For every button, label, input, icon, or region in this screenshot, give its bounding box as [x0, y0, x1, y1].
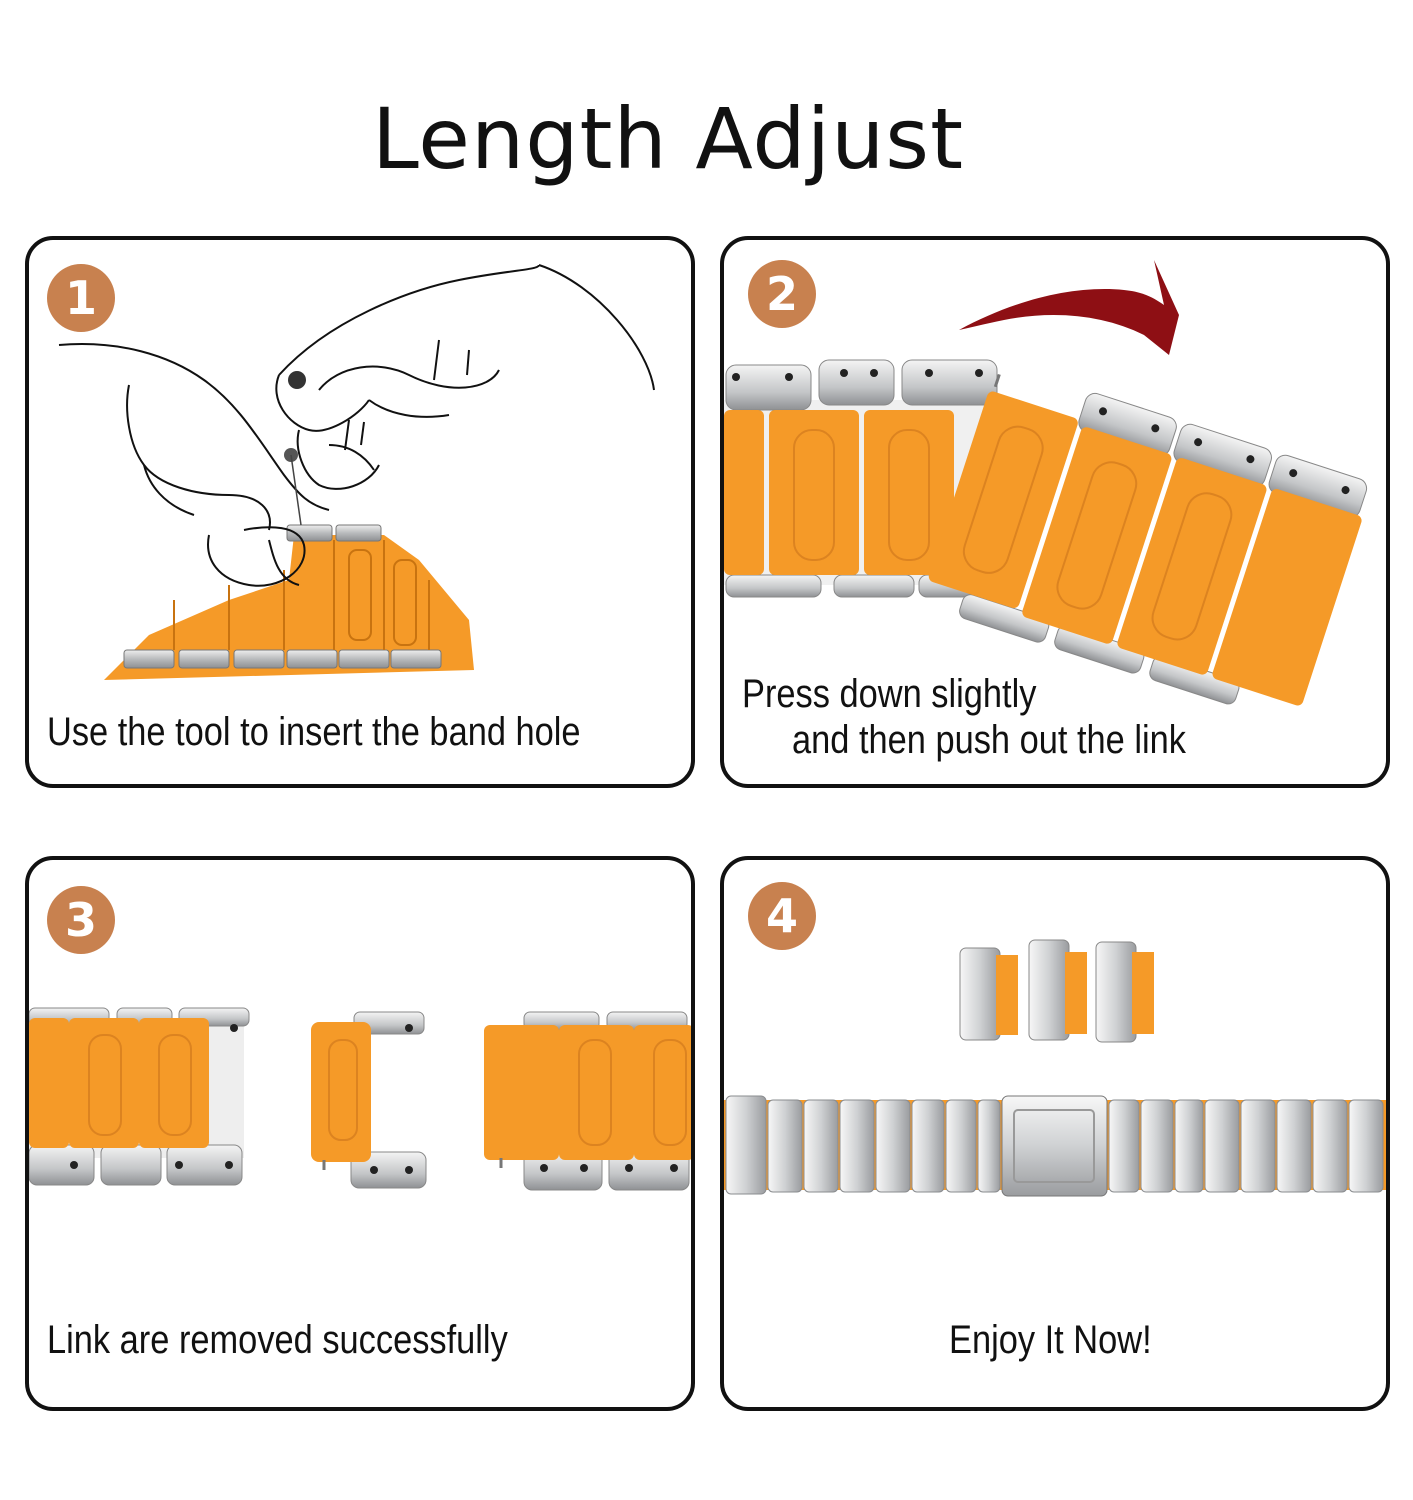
- step-4-badge: 4: [748, 882, 816, 950]
- step-4-caption: Enjoy It Now!: [949, 1318, 1152, 1362]
- page-title: Length Adjust: [371, 90, 965, 188]
- step-2-caption-line2: and then push out the link: [792, 718, 1186, 762]
- push-link-illustration: [724, 260, 1368, 706]
- links-removed-illustration: [29, 1007, 691, 1191]
- step-4-panel: 4 Enjoy It Now!: [720, 856, 1390, 1411]
- tool-insert-illustration: [58, 264, 655, 680]
- step-3-badge: 3: [47, 886, 115, 954]
- step-2-caption-line1: Press down slightly: [742, 672, 1037, 716]
- step-2-panel: 2 Press down slightly and then push out …: [720, 236, 1390, 788]
- step-3-panel: 3 Link are removed successfully: [25, 856, 695, 1411]
- step-1-caption: Use the tool to insert the band hole: [47, 710, 581, 754]
- step-1-badge: 1: [47, 264, 115, 332]
- finished-band-illustration: [724, 939, 1386, 1197]
- step-2-badge: 2: [748, 260, 816, 328]
- step-1-panel: 1 Use the tool to insert the band hole: [25, 236, 695, 788]
- step-3-caption: Link are removed successfully: [47, 1318, 508, 1362]
